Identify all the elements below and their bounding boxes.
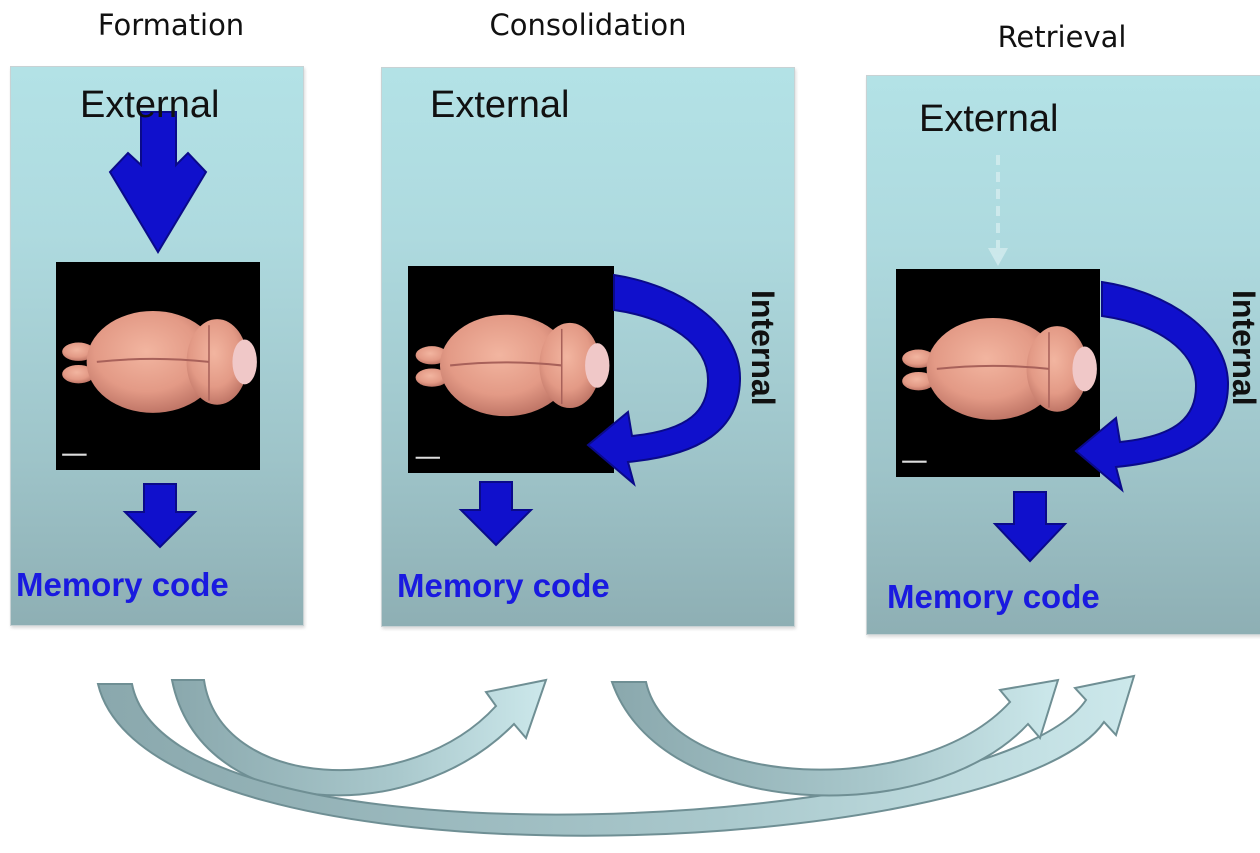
memory-code-label-consolidation: Memory code xyxy=(397,567,610,604)
internal-label-consolidation: Internal xyxy=(745,290,781,406)
external-label-consolidation: External xyxy=(430,84,570,126)
memory-output-arrow-consolidation xyxy=(458,481,534,547)
external-label-retrieval: External xyxy=(919,98,1059,140)
memory-output-arrow-formation xyxy=(122,483,198,549)
memory-output-arrow-retrieval xyxy=(992,491,1068,563)
external-label-formation: External xyxy=(80,84,220,126)
external-input-arrow-retrieval xyxy=(988,155,1008,266)
external-input-arrow-formation xyxy=(108,111,208,254)
memory-code-label-retrieval: Memory code xyxy=(887,578,1100,615)
memory-code-label-formation: Memory code xyxy=(16,566,229,603)
brain-image-formation xyxy=(56,262,260,470)
brain-image-retrieval xyxy=(896,269,1100,477)
stage-title-consolidation: Consolidation xyxy=(489,8,687,42)
internal-loop-arrow-retrieval xyxy=(1074,280,1230,493)
transition-arrow-consolidation-to-retrieval xyxy=(610,678,1060,797)
stage-title-retrieval: Retrieval xyxy=(997,20,1127,54)
transition-arrow-formation-to-retrieval xyxy=(96,674,1136,837)
internal-label-retrieval: Internal xyxy=(1226,290,1260,406)
brain-image-consolidation xyxy=(408,266,614,473)
stage-title-formation: Formation xyxy=(97,8,245,42)
internal-loop-arrow-consolidation xyxy=(586,273,742,487)
